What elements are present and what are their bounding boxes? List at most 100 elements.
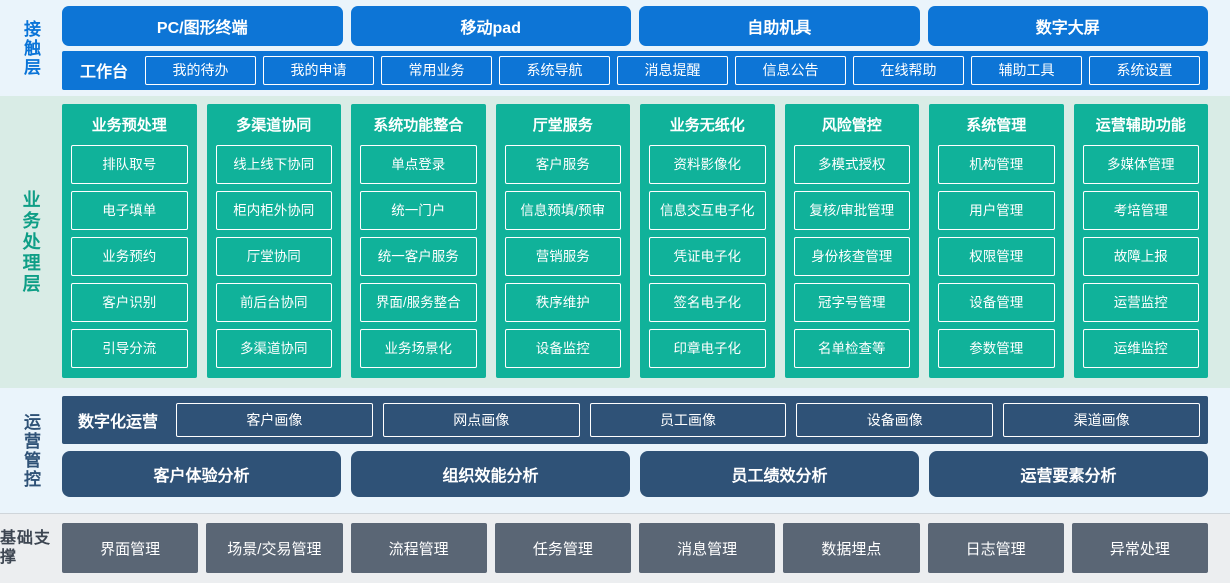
operations-layer-body: 数字化运营 客户画像 网点画像 员工画像 设备画像 渠道画像 客户体验分析 组织… bbox=[60, 388, 1230, 513]
analysis-box-operation-factors[interactable]: 运营要素分析 bbox=[929, 451, 1208, 497]
workbench-item-message-alert[interactable]: 消息提醒 bbox=[617, 55, 729, 85]
column-item[interactable]: 客户识别 bbox=[71, 283, 188, 322]
contact-layer-label: 接触层 bbox=[0, 0, 60, 96]
business-column-system-management: 系统管理 机构管理 用户管理 权限管理 设备管理 参数管理 bbox=[929, 104, 1064, 378]
column-item[interactable]: 复核/审批管理 bbox=[793, 191, 910, 230]
column-item[interactable]: 电子填单 bbox=[71, 191, 188, 230]
portrait-item-device[interactable]: 设备画像 bbox=[796, 403, 994, 437]
workbench-item-common-biz[interactable]: 常用业务 bbox=[381, 55, 493, 85]
column-item[interactable]: 身份核查管理 bbox=[793, 237, 910, 276]
business-column-lobby-service: 厅堂服务 客户服务 信息预填/预审 营销服务 秩序维护 设备监控 bbox=[495, 104, 630, 378]
business-column-operation-aux: 运营辅助功能 多媒体管理 考培管理 故障上报 运营监控 运维监控 bbox=[1073, 104, 1208, 378]
base-box-task-management[interactable]: 任务管理 bbox=[494, 523, 631, 573]
column-item[interactable]: 前后台协同 bbox=[215, 283, 332, 322]
column-title: 系统功能整合 bbox=[373, 117, 464, 134]
column-item[interactable]: 设备监控 bbox=[504, 329, 621, 368]
analysis-box-employee-performance[interactable]: 员工绩效分析 bbox=[640, 451, 919, 497]
column-title: 系统管理 bbox=[966, 117, 1027, 134]
workbench-bar: 工作台 我的待办 我的申请 常用业务 系统导航 消息提醒 信息公告 在线帮助 辅… bbox=[62, 50, 1208, 90]
digital-operations-title: 数字化运营 bbox=[78, 414, 159, 431]
column-item[interactable]: 业务预约 bbox=[71, 237, 188, 276]
column-item[interactable]: 冠字号管理 bbox=[793, 283, 910, 322]
column-item[interactable]: 业务场景化 bbox=[360, 329, 477, 368]
column-title: 厅堂服务 bbox=[532, 117, 593, 134]
analysis-box-customer-experience[interactable]: 客户体验分析 bbox=[62, 451, 341, 497]
column-item[interactable]: 参数管理 bbox=[938, 329, 1055, 368]
portrait-item-channel[interactable]: 渠道画像 bbox=[1003, 403, 1200, 437]
business-column-risk-control: 风险管控 多模式授权 复核/审批管理 身份核查管理 冠字号管理 名单检查等 bbox=[784, 104, 919, 378]
operations-layer: 运营管控 数字化运营 客户画像 网点画像 员工画像 设备画像 渠道画像 客户体验… bbox=[0, 388, 1230, 513]
column-item[interactable]: 运维监控 bbox=[1082, 329, 1199, 368]
base-box-exception-handling[interactable]: 异常处理 bbox=[1071, 523, 1208, 573]
portrait-item-customer[interactable]: 客户画像 bbox=[176, 403, 373, 437]
business-layer-label: 业务处理层 bbox=[0, 96, 60, 388]
portrait-item-branch[interactable]: 网点画像 bbox=[382, 403, 580, 437]
column-item[interactable]: 考培管理 bbox=[1082, 191, 1199, 230]
column-item[interactable]: 排队取号 bbox=[71, 145, 188, 184]
base-box-data-tracking[interactable]: 数据埋点 bbox=[783, 523, 920, 573]
column-item[interactable]: 信息预填/预审 bbox=[504, 191, 621, 230]
operations-layer-label: 运营管控 bbox=[0, 388, 60, 513]
business-column-multichannel: 多渠道协同 线上线下协同 柜内柜外协同 厅堂协同 前后台协同 多渠道协同 bbox=[206, 104, 341, 378]
column-item[interactable]: 信息交互电子化 bbox=[649, 191, 766, 230]
workbench-item-system-settings[interactable]: 系统设置 bbox=[1089, 55, 1201, 85]
base-layer-body: 界面管理 场景/交易管理 流程管理 任务管理 消息管理 数据埋点 日志管理 异常… bbox=[60, 514, 1230, 583]
column-item[interactable]: 多渠道协同 bbox=[215, 329, 332, 368]
column-item[interactable]: 签名电子化 bbox=[649, 283, 766, 322]
base-box-message-management[interactable]: 消息管理 bbox=[639, 523, 776, 573]
business-column-row: 业务预处理 排队取号 电子填单 业务预约 客户识别 引导分流 多渠道协同 线上线… bbox=[62, 104, 1208, 378]
base-row: 界面管理 场景/交易管理 流程管理 任务管理 消息管理 数据埋点 日志管理 异常… bbox=[62, 523, 1208, 573]
column-item[interactable]: 名单检查等 bbox=[793, 329, 910, 368]
column-item[interactable]: 用户管理 bbox=[938, 191, 1055, 230]
workbench-item-announcement[interactable]: 信息公告 bbox=[735, 55, 847, 85]
column-item[interactable]: 权限管理 bbox=[938, 237, 1055, 276]
workbench-item-system-nav[interactable]: 系统导航 bbox=[499, 55, 611, 85]
workbench-title: 工作台 bbox=[80, 64, 129, 82]
business-column-paperless: 业务无纸化 资料影像化 信息交互电子化 凭证电子化 签名电子化 印章电子化 bbox=[640, 104, 775, 378]
channel-box-self-service[interactable]: 自助机具 bbox=[639, 6, 920, 46]
business-layer: 业务处理层 业务预处理 排队取号 电子填单 业务预约 客户识别 引导分流 多渠道… bbox=[0, 96, 1230, 388]
column-item[interactable]: 秩序维护 bbox=[504, 283, 621, 322]
workbench-item-aux-tools[interactable]: 辅助工具 bbox=[971, 55, 1083, 85]
business-layer-body: 业务预处理 排队取号 电子填单 业务预约 客户识别 引导分流 多渠道协同 线上线… bbox=[60, 96, 1230, 388]
column-title: 业务预处理 bbox=[91, 117, 167, 134]
column-item[interactable]: 厅堂协同 bbox=[215, 237, 332, 276]
column-item[interactable]: 故障上报 bbox=[1082, 237, 1199, 276]
workbench-item-my-todo[interactable]: 我的待办 bbox=[145, 55, 257, 85]
column-item[interactable]: 统一客户服务 bbox=[360, 237, 477, 276]
column-item[interactable]: 引导分流 bbox=[71, 329, 188, 368]
column-item[interactable]: 界面/服务整合 bbox=[360, 283, 477, 322]
column-title: 风险管控 bbox=[821, 117, 882, 134]
workbench-item-my-request[interactable]: 我的申请 bbox=[263, 55, 375, 85]
column-title: 多渠道协同 bbox=[236, 117, 312, 134]
base-box-process-management[interactable]: 流程管理 bbox=[350, 523, 487, 573]
base-box-scene-transaction[interactable]: 场景/交易管理 bbox=[206, 523, 343, 573]
business-column-preprocess: 业务预处理 排队取号 电子填单 业务预约 客户识别 引导分流 bbox=[62, 104, 197, 378]
column-item[interactable]: 机构管理 bbox=[938, 145, 1055, 184]
column-item[interactable]: 柜内柜外协同 bbox=[215, 191, 332, 230]
column-item[interactable]: 客户服务 bbox=[504, 145, 621, 184]
base-box-log-management[interactable]: 日志管理 bbox=[927, 523, 1064, 573]
column-item[interactable]: 单点登录 bbox=[360, 145, 477, 184]
channel-box-digital-screen[interactable]: 数字大屏 bbox=[927, 6, 1208, 46]
base-box-ui-management[interactable]: 界面管理 bbox=[62, 523, 199, 573]
column-item[interactable]: 营销服务 bbox=[504, 237, 621, 276]
column-item[interactable]: 线上线下协同 bbox=[215, 145, 332, 184]
column-item[interactable]: 统一门户 bbox=[360, 191, 477, 230]
column-item[interactable]: 多模式授权 bbox=[793, 145, 910, 184]
workbench-item-online-help[interactable]: 在线帮助 bbox=[853, 55, 965, 85]
analysis-box-org-efficiency[interactable]: 组织效能分析 bbox=[351, 451, 630, 497]
channel-box-mobile-pad[interactable]: 移动pad bbox=[350, 6, 631, 46]
column-item[interactable]: 运营监控 bbox=[1082, 283, 1199, 322]
column-item[interactable]: 设备管理 bbox=[938, 283, 1055, 322]
portrait-item-employee[interactable]: 员工画像 bbox=[589, 403, 787, 437]
contact-layer: 接触层 PC/图形终端 移动pad 自助机具 数字大屏 工作台 我的待办 我的申… bbox=[0, 0, 1230, 96]
column-item[interactable]: 多媒体管理 bbox=[1082, 145, 1199, 184]
column-item[interactable]: 凭证电子化 bbox=[649, 237, 766, 276]
column-item[interactable]: 印章电子化 bbox=[649, 329, 766, 368]
business-column-system-integration: 系统功能整合 单点登录 统一门户 统一客户服务 界面/服务整合 业务场景化 bbox=[351, 104, 486, 378]
channel-box-pc[interactable]: PC/图形终端 bbox=[62, 6, 343, 46]
column-item[interactable]: 资料影像化 bbox=[649, 145, 766, 184]
digital-operations-bar: 数字化运营 客户画像 网点画像 员工画像 设备画像 渠道画像 bbox=[62, 396, 1208, 444]
